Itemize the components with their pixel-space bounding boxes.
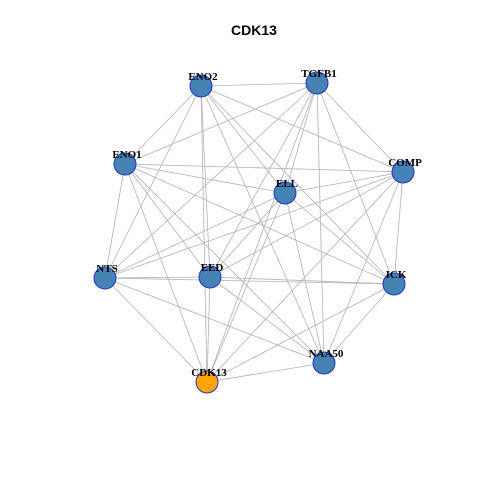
edge-eed-cdk13: [206, 276, 211, 383]
node-label-naa50: NAA50: [309, 348, 344, 360]
edge-ell-ick: [284, 192, 395, 285]
edge-tgfb1-comp: [316, 82, 404, 173]
edge-eno1-ell: [124, 163, 286, 194]
edge-comp-naa50: [323, 171, 404, 364]
edge-comp-ell: [284, 171, 404, 194]
node-label-ell: ELL: [276, 178, 298, 190]
edge-nts-naa50: [104, 277, 325, 364]
edge-eno2-ick: [200, 85, 395, 285]
edge-eno2-cdk13: [200, 85, 208, 383]
node-comp: [391, 160, 415, 184]
node-eno2: [189, 74, 213, 98]
node-layer: [93, 71, 415, 394]
node-naa50: [312, 351, 336, 375]
edge-comp-nts: [104, 171, 404, 279]
edge-tgfb1-eno1: [124, 82, 318, 165]
edge-ell-naa50: [284, 192, 325, 364]
node-label-eno2: ENO2: [188, 71, 218, 83]
node-ick: [382, 272, 406, 296]
edge-eno1-cdk13: [124, 163, 208, 383]
node-ell: [273, 181, 297, 205]
edge-comp-ick: [393, 171, 404, 285]
edge-comp-eed: [209, 171, 404, 278]
node-label-tgfb1: TGFB1: [301, 68, 336, 80]
edge-tgfb1-ick: [316, 82, 395, 285]
edge-tgfb1-ell: [284, 82, 318, 194]
node-label-comp: COMP: [388, 157, 422, 169]
edge-nts-ick: [104, 277, 395, 285]
edge-comp-cdk13: [206, 171, 404, 383]
edge-eno2-comp: [200, 85, 404, 173]
edge-eed-naa50: [209, 276, 325, 364]
edge-eno2-nts: [104, 85, 202, 279]
node-eed: [198, 265, 222, 289]
edge-eno1-naa50: [124, 163, 325, 364]
edge-eno2-eno1: [124, 85, 202, 165]
edge-eno1-eed: [124, 163, 211, 278]
edge-ell-nts: [104, 192, 286, 279]
edge-eno1-nts: [104, 163, 126, 279]
edge-tgfb1-nts: [104, 82, 318, 279]
node-eno1: [113, 152, 137, 176]
edge-eno2-ell: [200, 85, 286, 194]
node-label-cdk13: CDK13: [191, 367, 227, 379]
edge-tgfb1-eed: [209, 82, 318, 278]
edge-nts-cdk13: [104, 277, 208, 383]
edge-eno1-ick: [124, 163, 395, 285]
node-label-eed: EED: [201, 262, 224, 274]
edge-eno2-eed: [200, 85, 211, 278]
edge-ick-naa50: [323, 283, 395, 364]
edge-eno2-tgfb1: [200, 82, 318, 87]
edge-eno2-naa50: [200, 85, 325, 364]
edge-eno1-comp: [124, 163, 404, 173]
edge-ell-cdk13: [206, 192, 286, 383]
node-nts: [93, 266, 117, 290]
edge-nts-eed: [104, 276, 211, 279]
node-label-eno1: ENO1: [112, 149, 141, 161]
node-label-nts: NTS: [96, 263, 117, 275]
edge-naa50-cdk13: [206, 362, 325, 383]
edge-layer: [104, 82, 404, 383]
node-cdk13: [195, 370, 219, 394]
edge-eed-ick: [209, 276, 395, 285]
edge-ell-eed: [209, 192, 286, 278]
node-tgfb1: [305, 71, 329, 95]
edge-tgfb1-cdk13: [206, 82, 318, 383]
node-label-ick: ICK: [386, 269, 407, 281]
diagram-title: CDK13: [231, 22, 277, 38]
edge-ick-cdk13: [206, 283, 395, 383]
